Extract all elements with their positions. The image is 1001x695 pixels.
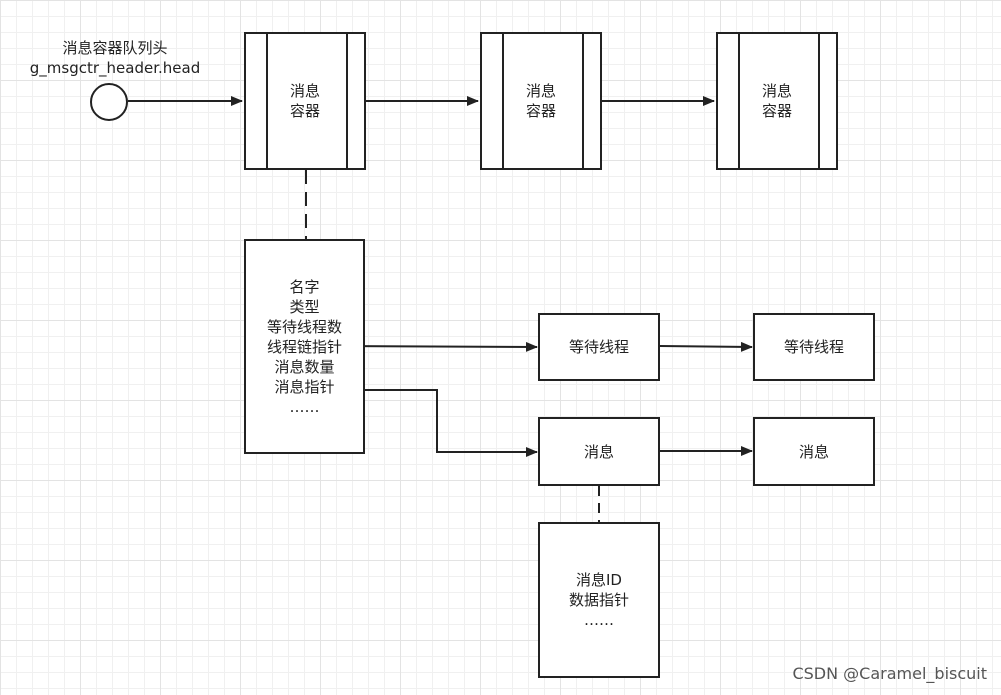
field-ellipsis: …… <box>583 611 614 629</box>
queue-head-variable: g_msgctr_header.head <box>29 59 201 77</box>
field-message-id: 消息ID <box>576 571 622 589</box>
container-label-line2: 容器 <box>761 102 792 120</box>
message-label: 消息 <box>583 442 614 461</box>
container-label-line1: 消息 <box>525 82 556 100</box>
container-label-line2: 容器 <box>525 102 556 120</box>
csdn-watermark: CSDN @Caramel_biscuit <box>792 664 987 683</box>
field-thread-list-pointer: 线程链指针 <box>266 337 342 356</box>
wait-thread-label: 等待线程 <box>568 338 629 356</box>
queue-head-label: 消息容器队列头 g_msgctr_header.head <box>10 38 220 78</box>
message-pointer-arrow <box>334 389 538 457</box>
message-node-2: 消息 <box>753 417 875 486</box>
field-message-count: 消息数量 <box>274 357 335 376</box>
wait-thread-1: 等待线程 <box>538 313 660 381</box>
field-name: 名字 <box>289 277 320 296</box>
container-fields-box: 名字 类型 等待线程数 线程链指针 消息数量 消息指针 …… <box>244 239 365 454</box>
message-label: 消息 <box>798 442 829 461</box>
field-type: 类型 <box>289 297 320 316</box>
queue-head-title: 消息容器队列头 <box>62 39 168 57</box>
container-label-line1: 消息 <box>289 82 320 100</box>
container-label-line2: 容器 <box>289 102 320 120</box>
thread1-to-thread2-arrow <box>659 341 753 352</box>
message-fields-box: 消息ID 数据指针 …… <box>538 522 660 678</box>
field-data-pointer: 数据指针 <box>568 591 629 609</box>
wait-thread-label: 等待线程 <box>783 338 844 356</box>
container-label-line1: 消息 <box>761 82 792 100</box>
field-wait-thread-count: 等待线程数 <box>266 317 342 336</box>
message-container-3: 消息 容器 <box>716 32 838 170</box>
wait-thread-2: 等待线程 <box>753 313 875 381</box>
queue-head-node <box>90 83 128 121</box>
message-container-1: 消息 容器 <box>244 32 366 170</box>
thread-pointer-arrow <box>333 341 538 352</box>
field-ellipsis: …… <box>289 397 320 416</box>
field-message-pointer: 消息指针 <box>274 377 335 396</box>
message-container-2: 消息 容器 <box>480 32 602 170</box>
message-node-1: 消息 <box>538 417 660 486</box>
